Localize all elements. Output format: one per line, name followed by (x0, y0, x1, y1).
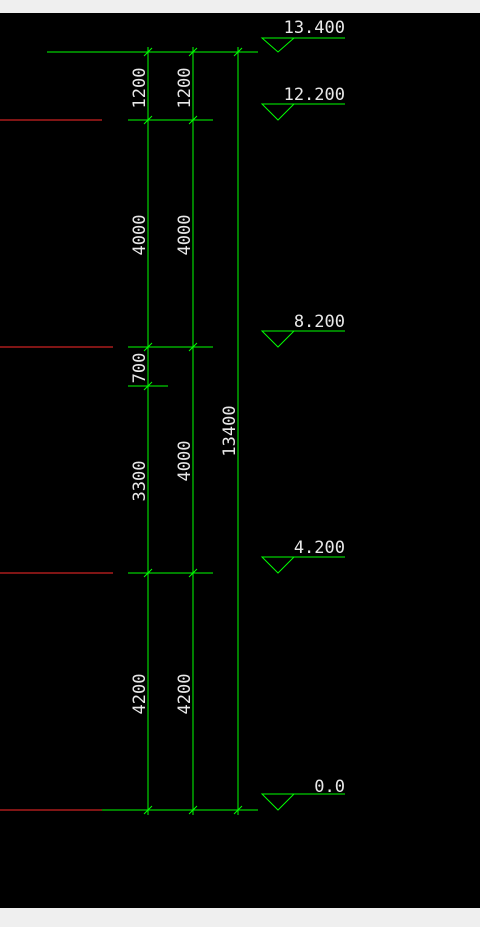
dimension-text-chain-1: 3300 (130, 461, 150, 502)
elevation-marker-13400 (260, 37, 345, 53)
dimension-text-chain-2: 4200 (175, 674, 195, 715)
elevation-label-13400: 13.400 (284, 18, 345, 38)
elevation-marker-0 (260, 793, 345, 811)
dimension-text-chain-2: 4000 (175, 441, 195, 482)
dimension-text-chain-2: 4000 (175, 215, 195, 256)
dimension-text-chain-1: 4200 (130, 674, 150, 715)
dimension-text-chain-2: 1200 (175, 68, 195, 109)
elevation-marker-12200 (260, 103, 345, 121)
elevation-label-0: 0.0 (314, 777, 345, 797)
cad-drawing-canvas[interactable]: 13.400 12.200 8.200 4.200 0.0 1200 4000 … (0, 13, 480, 908)
dimension-text-chain-1: 1200 (130, 68, 150, 109)
elevation-marker-4200 (260, 556, 345, 574)
tick-marks (143, 47, 243, 815)
elevation-label-12200: 12.200 (284, 85, 345, 105)
dimension-text-total: 13400 (220, 405, 240, 456)
dimension-text-chain-1: 4000 (130, 215, 150, 256)
elevation-label-4200: 4.200 (294, 538, 345, 558)
elevation-marker-8200 (260, 330, 345, 348)
dimension-text-chain-1: 700 (130, 353, 150, 384)
elevation-label-8200: 8.200 (294, 312, 345, 332)
section-dimension-drawing: 13.400 12.200 8.200 4.200 0.0 1200 4000 … (0, 18, 345, 815)
